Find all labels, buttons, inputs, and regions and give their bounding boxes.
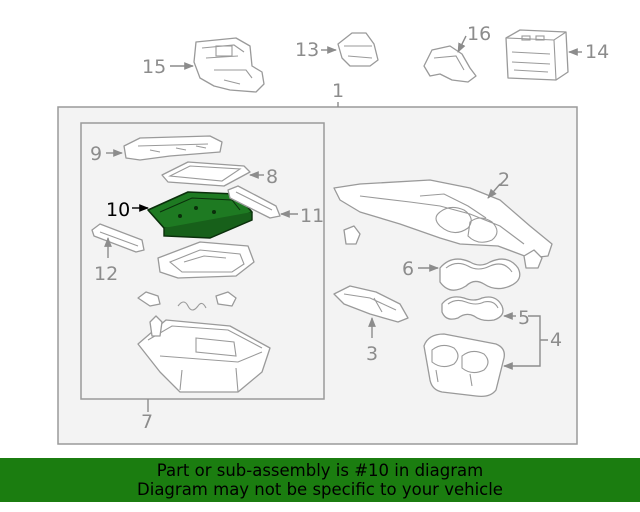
- callout-3: 3: [366, 343, 378, 365]
- part-6-cup-holder-ring[interactable]: [439, 258, 521, 291]
- leader-4: [528, 315, 548, 367]
- callout-1: 1: [332, 80, 344, 102]
- callout-6: 6: [402, 258, 414, 280]
- parts-diagram: 15 13 16 14 1 9 8: [57, 23, 609, 445]
- callout-14: 14: [585, 41, 609, 63]
- part-11-side-trim[interactable]: [227, 185, 281, 219]
- callout-13: 13: [295, 39, 319, 61]
- callout-8: 8: [266, 166, 278, 188]
- part-2-console-base[interactable]: [333, 179, 553, 269]
- leader-2: [487, 183, 501, 199]
- part-15-shifter-assembly[interactable]: [193, 37, 265, 93]
- inner-console-clips: [137, 291, 237, 311]
- callout-7: 7: [141, 411, 153, 433]
- part-3-small-tray[interactable]: [333, 285, 409, 323]
- callout-2: 2: [498, 169, 510, 191]
- part-12-trim-strip[interactable]: [91, 223, 145, 253]
- leader-16: [457, 35, 467, 53]
- part-16-bracket[interactable]: [423, 45, 477, 83]
- part-4-cup-holder-assembly[interactable]: [423, 333, 505, 398]
- callout-5: 5: [518, 307, 530, 329]
- notice-line-2: Diagram may not be specific to your vehi…: [137, 480, 503, 499]
- part-8-pad[interactable]: [161, 161, 251, 187]
- part-5-cup-holder-gasket[interactable]: [441, 296, 504, 322]
- callout-11: 11: [300, 205, 324, 227]
- inner-console-box: [137, 315, 271, 393]
- part-13-shift-knob[interactable]: [337, 32, 379, 67]
- callout-4: 4: [550, 329, 562, 351]
- callout-16: 16: [467, 23, 491, 45]
- notice-line-1: Part or sub-assembly is #10 in diagram: [156, 461, 484, 480]
- callout-10: 10: [106, 199, 130, 221]
- part-9-upper-cover[interactable]: [123, 135, 223, 161]
- part-14-switch-module[interactable]: [505, 29, 569, 81]
- inner-console-tray: [157, 241, 255, 279]
- callout-12: 12: [94, 263, 118, 285]
- callout-15: 15: [142, 56, 166, 78]
- part-10-console-tray-highlighted[interactable]: [147, 191, 253, 239]
- callout-9: 9: [90, 143, 102, 165]
- notice-banner: Part or sub-assembly is #10 in diagram D…: [0, 458, 640, 502]
